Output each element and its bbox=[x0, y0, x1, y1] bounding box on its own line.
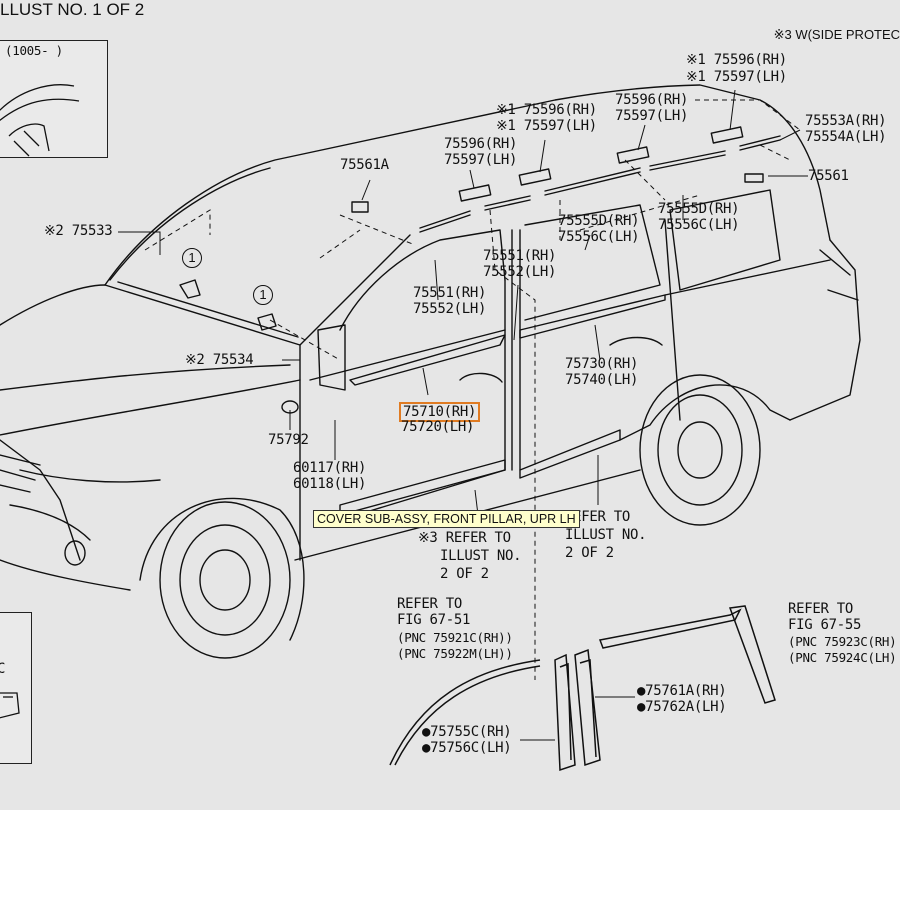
inset-bottom-drawing bbox=[0, 692, 20, 719]
clip-marker-2: 1 bbox=[253, 285, 273, 305]
side-protection-note: ※3 W(SIDE PROTECT bbox=[773, 27, 900, 42]
callout-75596-rh-2[interactable]: ※1 75596(RH) bbox=[496, 102, 597, 118]
callout-75553a-rh[interactable]: 75553A(RH) bbox=[805, 113, 887, 129]
callout-75551-rh-2[interactable]: 75551(RH) bbox=[413, 285, 487, 301]
callout-75596-rh-3[interactable]: 75596(RH) bbox=[615, 92, 689, 108]
refer-note-line3: 2 OF 2 bbox=[565, 545, 614, 561]
part-tooltip: COVER SUB-ASSY, FRONT PILLAR, UPR LH bbox=[313, 510, 580, 528]
callout-75762a-lh[interactable]: ●75762A(LH) bbox=[637, 699, 727, 715]
callout-60117-rh[interactable]: 60117(RH) bbox=[293, 460, 367, 476]
callout-75554a-lh[interactable]: 75554A(LH) bbox=[805, 129, 887, 145]
callout-75552-lh-1[interactable]: 75552(LH) bbox=[483, 264, 557, 280]
callout-75761a-rh[interactable]: ●75761A(RH) bbox=[637, 683, 727, 699]
callout-60118-lh[interactable]: 60118(LH) bbox=[293, 476, 367, 492]
inset-drawing bbox=[0, 84, 80, 157]
refer-note-3-line1: ※3 REFER TO bbox=[418, 530, 511, 546]
callout-75552-lh-2[interactable]: 75552(LH) bbox=[413, 301, 487, 317]
inset-bottom-label: C bbox=[0, 661, 6, 677]
inset-label: (1005- ) bbox=[5, 43, 63, 58]
callout-75755c-rh[interactable]: ●75755C(RH) bbox=[422, 724, 512, 740]
callout-75561[interactable]: 75561 bbox=[808, 168, 849, 184]
refer-fig-6751-pnc-lh: (PNC 75922M(LH)) bbox=[397, 646, 513, 661]
parts-diagram: LLUST NO. 1 OF 2 ※3 W(SIDE PROTECT (1005… bbox=[0, 0, 900, 810]
refer-note-3-line2: ILLUST NO. bbox=[440, 548, 522, 564]
callout-75555d-rh-1[interactable]: 75555D(RH) bbox=[558, 213, 640, 229]
callout-75551-rh-1[interactable]: 75551(RH) bbox=[483, 248, 557, 264]
callout-75597-lh-3[interactable]: 75597(LH) bbox=[615, 108, 689, 124]
callout-75720-lh[interactable]: 75720(LH) bbox=[401, 419, 475, 435]
callout-75555d-rh-2[interactable]: 75555D(RH) bbox=[658, 201, 740, 217]
callout-75730-rh[interactable]: 75730(RH) bbox=[565, 356, 639, 372]
callout-75597-lh-4[interactable]: 75597(LH) bbox=[444, 152, 518, 168]
callout-75534[interactable]: ※2 75534 bbox=[185, 352, 254, 368]
callout-75596-rh-4[interactable]: 75596(RH) bbox=[444, 136, 518, 152]
callout-75756c-lh[interactable]: ●75756C(LH) bbox=[422, 740, 512, 756]
callout-75556c-lh-2[interactable]: 75556C(LH) bbox=[658, 217, 740, 233]
refer-fig-6755-line2[interactable]: FIG 67-55 bbox=[788, 617, 862, 633]
refer-note-line2: ILLUST NO. bbox=[565, 527, 647, 543]
callout-75561a[interactable]: 75561A bbox=[340, 157, 389, 173]
callout-75792[interactable]: 75792 bbox=[268, 432, 309, 448]
callout-75556c-lh-1[interactable]: 75556C(LH) bbox=[558, 229, 640, 245]
refer-fig-6751-line2[interactable]: FIG 67-51 bbox=[397, 612, 471, 628]
refer-note-3-line3: 2 OF 2 bbox=[440, 566, 489, 582]
refer-fig-6751-pnc-rh: (PNC 75921C(RH)) bbox=[397, 630, 513, 645]
refer-note-line1: REFER TO bbox=[565, 509, 631, 525]
callout-75596-rh-1[interactable]: ※1 75596(RH) bbox=[686, 52, 787, 68]
inset-detail-bottom: C bbox=[0, 612, 32, 764]
refer-fig-6755-pnc-rh: (PNC 75923C(RH) bbox=[788, 634, 897, 649]
callout-75533[interactable]: ※2 75533 bbox=[44, 223, 113, 239]
clip-marker-1: 1 bbox=[182, 248, 202, 268]
callout-75597-lh-2[interactable]: ※1 75597(LH) bbox=[496, 118, 597, 134]
illustration-title: LLUST NO. 1 OF 2 bbox=[0, 0, 145, 19]
refer-fig-6751-line1[interactable]: REFER TO bbox=[397, 596, 463, 612]
callout-75710-rh[interactable]: 75710(RH) bbox=[399, 402, 481, 422]
callout-75740-lh[interactable]: 75740(LH) bbox=[565, 372, 639, 388]
refer-fig-6755-pnc-lh: (PNC 75924C(LH) bbox=[788, 650, 897, 665]
callout-75597-lh-1[interactable]: ※1 75597(LH) bbox=[686, 69, 787, 85]
refer-fig-6755-line1[interactable]: REFER TO bbox=[788, 601, 854, 617]
inset-detail-top: (1005- ) bbox=[0, 40, 108, 158]
